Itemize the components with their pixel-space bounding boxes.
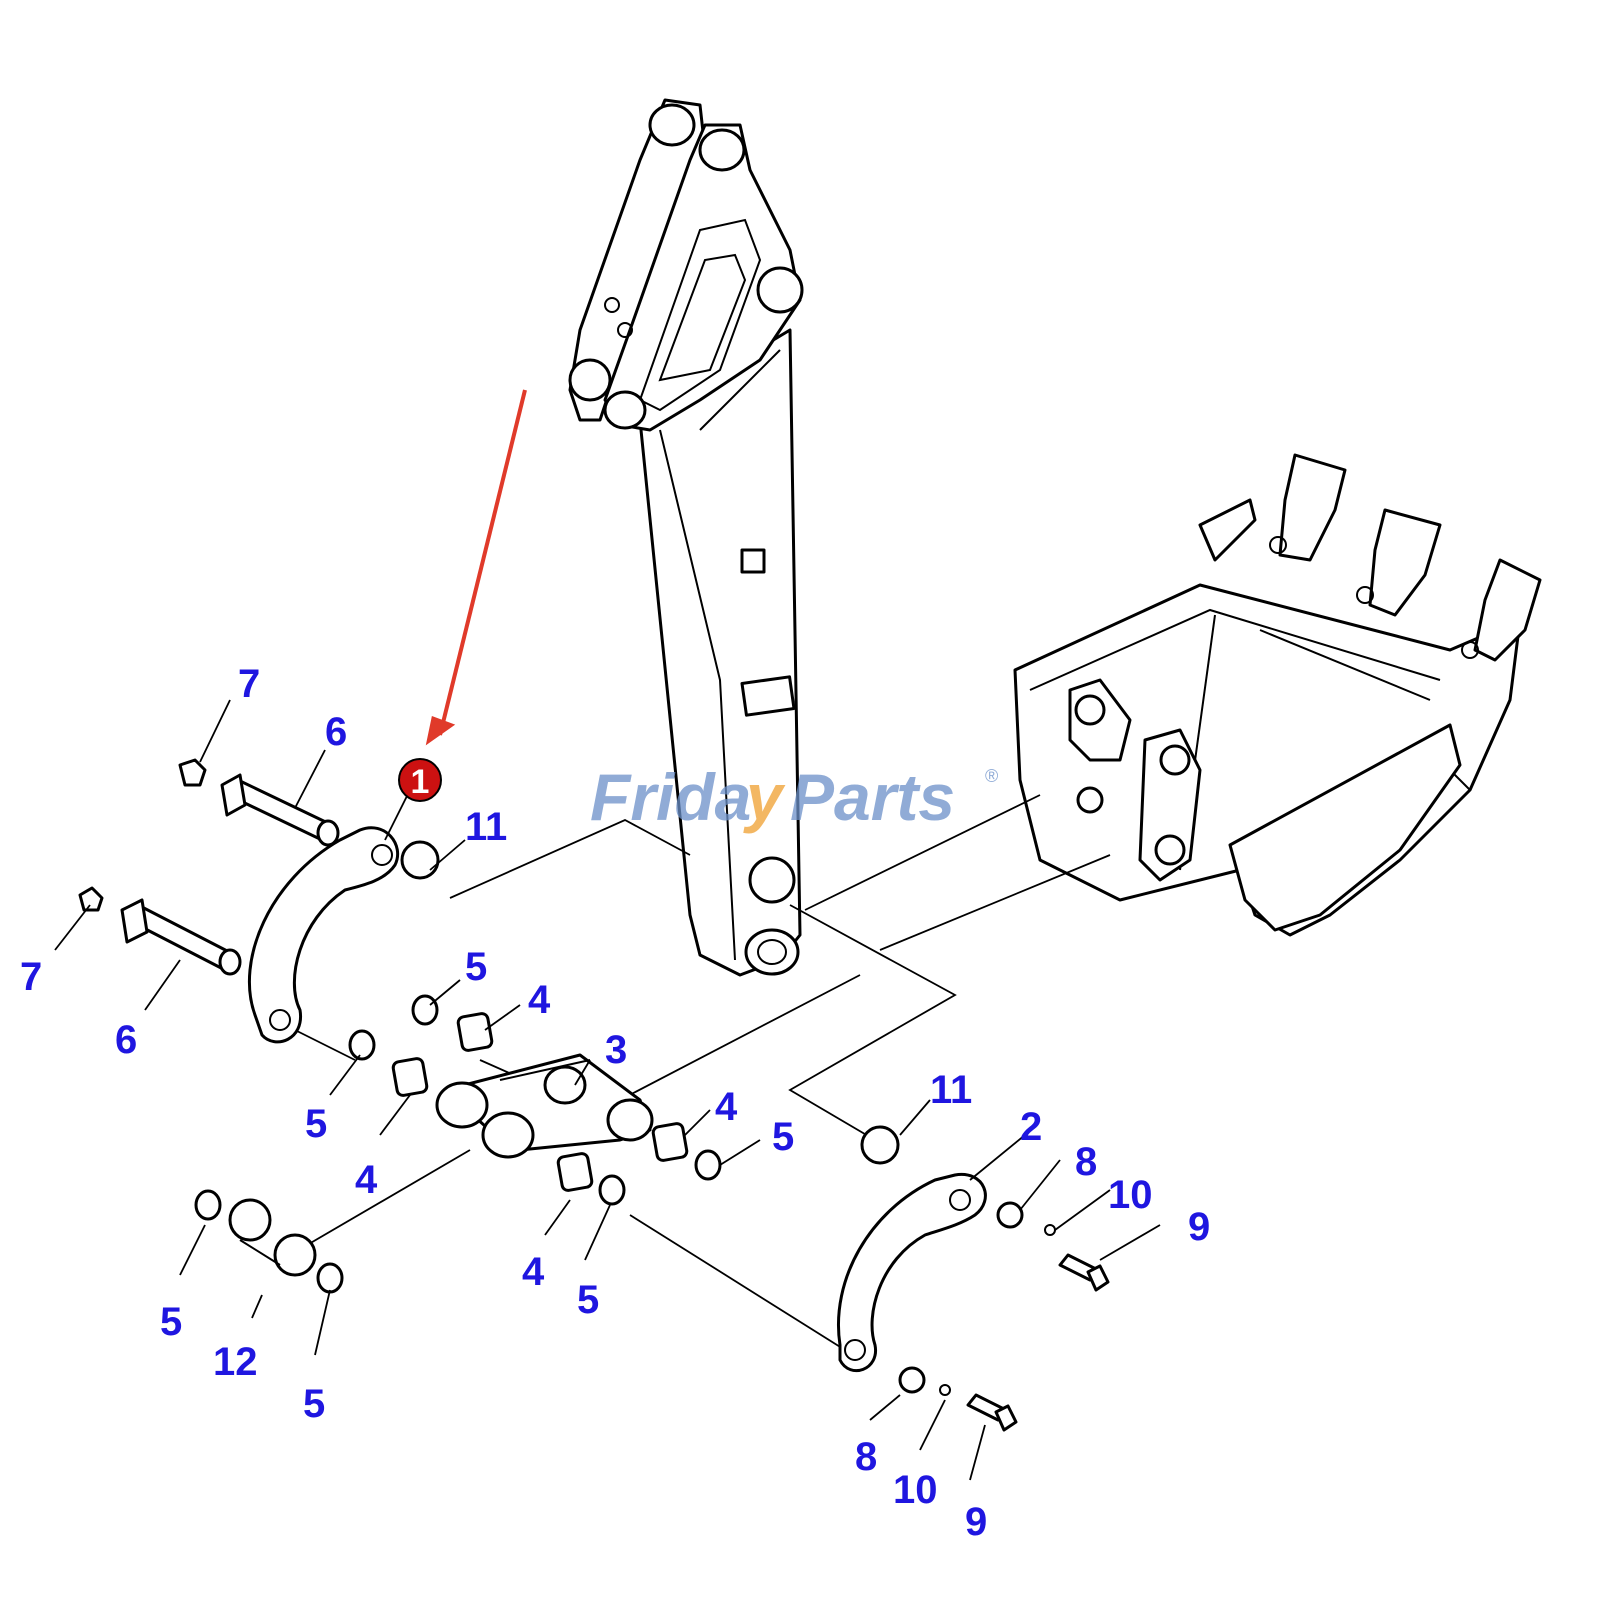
callout-4-d[interactable]: 4: [522, 1250, 545, 1294]
callout-11-upper[interactable]: 11: [465, 805, 507, 849]
callout-4-c[interactable]: 4: [715, 1085, 738, 1129]
callout-4-a[interactable]: 4: [528, 978, 551, 1022]
callout-numbers: 7 6 7 6 11 5 4 3 5 4 4 5 11 2 8 10 9 4 5…: [20, 662, 1210, 1544]
callout-10-lower[interactable]: 10: [893, 1468, 938, 1512]
small-parts: [194, 840, 1110, 1432]
callout-2[interactable]: 2: [1020, 1105, 1042, 1149]
pin-upper: [220, 773, 340, 847]
callout-5-d[interactable]: 5: [577, 1278, 599, 1322]
pin-lower: [120, 898, 242, 976]
callout-11-lower[interactable]: 11: [930, 1068, 972, 1112]
callout-8-upper[interactable]: 8: [1075, 1140, 1097, 1184]
watermark-text-left: Frida: [590, 760, 751, 834]
callout-5-f[interactable]: 5: [303, 1382, 325, 1426]
callout-12[interactable]: 12: [213, 1340, 258, 1384]
watermark-text-right: Parts: [790, 760, 955, 834]
callout-9-lower[interactable]: 9: [965, 1500, 987, 1544]
watermark-text-accent: y: [743, 760, 786, 834]
callout-6-upper[interactable]: 6: [325, 710, 347, 754]
link-2: [837, 1173, 987, 1373]
callout-7-upper[interactable]: 7: [238, 662, 260, 706]
red-badge-icon[interactable]: 1: [398, 758, 442, 802]
grease-fittings: [78, 758, 207, 912]
callout-3[interactable]: 3: [605, 1028, 627, 1072]
callout-8-lower[interactable]: 8: [855, 1435, 877, 1479]
watermark: Frida y Parts ®: [590, 760, 998, 834]
arm-boom: [568, 98, 804, 977]
callout-leaders: [54, 699, 1161, 1481]
registered-mark-icon: ®: [985, 766, 998, 786]
callout-6-lower[interactable]: 6: [115, 1018, 137, 1062]
callout-9-upper[interactable]: 9: [1188, 1205, 1210, 1249]
link-3: [435, 1053, 654, 1159]
callout-5-c[interactable]: 5: [772, 1115, 794, 1159]
link-1: [247, 826, 400, 1044]
assembly-lines: [284, 794, 1111, 1351]
callout-4-b[interactable]: 4: [355, 1158, 378, 1202]
callout-5-e[interactable]: 5: [160, 1300, 182, 1344]
callout-5-b[interactable]: 5: [305, 1102, 327, 1146]
red-arrow-icon: [425, 389, 527, 746]
callout-5-a[interactable]: 5: [465, 945, 487, 989]
callout-7-lower[interactable]: 7: [20, 955, 42, 999]
highlight-part-number: 1: [411, 763, 430, 801]
bucket: [1013, 453, 1542, 937]
callout-10-upper[interactable]: 10: [1108, 1173, 1153, 1217]
